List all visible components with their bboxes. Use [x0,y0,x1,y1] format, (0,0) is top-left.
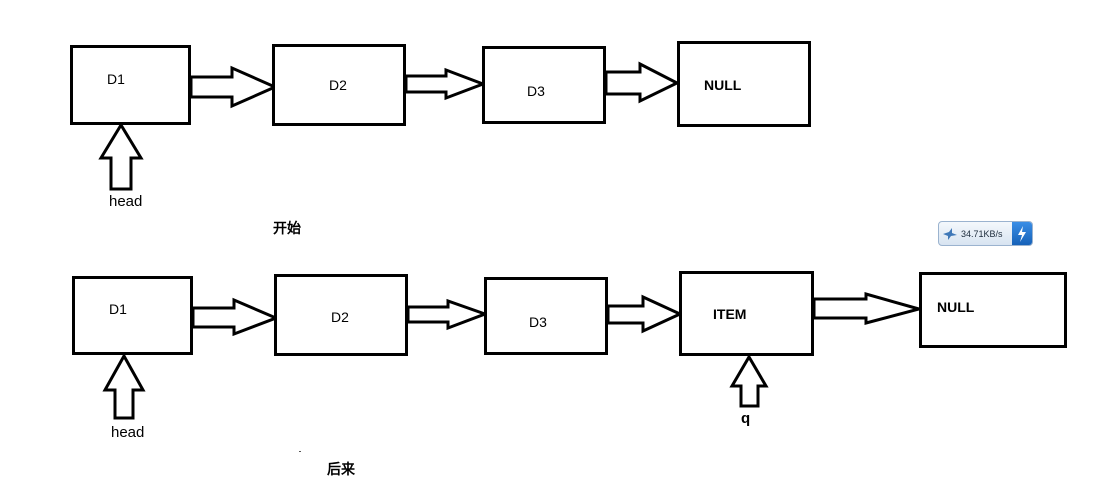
head-arrow-bottom [102,352,146,420]
bottom-node-d2 [274,274,408,356]
bottom-node-d1 [72,276,193,355]
arrow-bottom-d1-d2 [191,297,280,337]
arrow-top-d3-null [604,61,681,104]
bottom-node-d2-label: D2 [331,309,349,325]
speed-widget[interactable]: 34.71KB/s [938,221,1033,246]
bottom-node-d3 [484,277,608,355]
top-node-null [677,41,811,127]
top-node-d2-label: D2 [329,77,347,93]
top-node-null-label: NULL [704,77,742,93]
bottom-node-d1-label: D1 [109,301,127,317]
q-arrow [729,354,769,408]
q-label: q [741,410,751,427]
bottom-node-item [679,271,814,356]
speed-text: 34.71KB/s [961,228,1003,239]
lightning-icon[interactable] [1012,222,1032,245]
top-node-d3 [482,46,606,124]
head-arrow-top [98,122,144,191]
arrow-bottom-d3-item [606,294,684,334]
arrow-bottom-item-null [812,292,925,325]
arrow-top-d1-d2 [189,65,279,109]
top-node-d1-label: D1 [107,71,125,87]
arrow-top-d2-d3 [404,67,488,101]
top-node-d1 [70,45,191,125]
stray-dot [299,451,301,452]
bottom-caption: 后来 [327,461,355,477]
top-caption: 开始 [273,220,301,236]
bottom-node-null [919,272,1067,348]
arrow-bottom-d2-d3 [406,298,490,331]
top-head-label: head [109,193,143,210]
bird-icon [939,222,961,245]
top-node-d3-label: D3 [527,83,545,99]
bottom-node-d3-label: D3 [529,314,547,330]
bottom-node-null-label: NULL [937,299,975,315]
bottom-node-item-label: ITEM [713,306,747,322]
top-node-d2 [272,44,406,126]
bottom-head-label: head [111,424,145,441]
